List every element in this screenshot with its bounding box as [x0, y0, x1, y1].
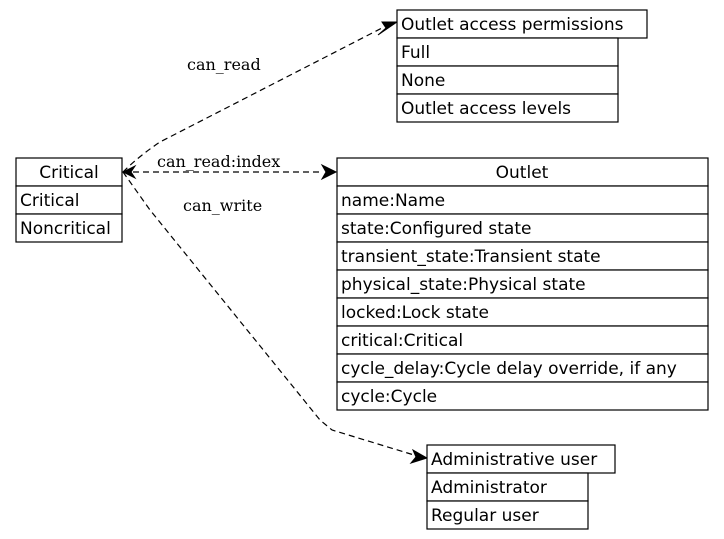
entity-outlet-access-permissions: Outlet access permissions Full None Outl…	[396, 9, 648, 123]
entity-critical-row: Critical	[20, 191, 79, 211]
entity-critical-title: Critical	[39, 163, 98, 183]
entity-admin-row: Regular user	[431, 506, 539, 526]
entity-outlet-row: cycle_delay:Cycle delay override, if any	[341, 359, 677, 379]
edge-label-can-read: can_read	[187, 55, 261, 74]
entity-permissions-row: None	[401, 71, 445, 91]
entity-outlet-title: Outlet	[496, 163, 549, 183]
entity-administrative-user: Administrative user Administrator Regula…	[426, 444, 616, 530]
entity-outlet-row: cycle:Cycle	[341, 387, 437, 407]
entity-outlet-row: transient_state:Transient state	[341, 247, 601, 267]
entity-critical-row: Noncritical	[20, 219, 111, 239]
entity-permissions-row: Outlet access levels	[401, 99, 571, 119]
arrowhead-icon	[409, 448, 429, 464]
edge-label-can-write: can_write	[183, 196, 262, 215]
arrowhead-icon	[377, 21, 399, 36]
entity-outlet: Outlet name:Name state:Configured state …	[336, 157, 709, 411]
edge-label-can-read-index: can_read:index	[157, 152, 280, 171]
entity-admin-row: Administrator	[431, 478, 547, 498]
entity-admin-title: Administrative user	[431, 450, 597, 470]
entity-outlet-row: critical:Critical	[341, 331, 463, 351]
entity-outlet-row: name:Name	[341, 191, 445, 211]
arrowhead-icon	[320, 163, 338, 181]
edge-can-read-index: can_read:index	[121, 152, 338, 181]
entity-outlet-row: state:Configured state	[341, 219, 531, 239]
entity-outlet-row: locked:Lock state	[341, 303, 489, 323]
edge-can-write: can_write	[122, 171, 429, 464]
entity-permissions-row: Full	[401, 43, 430, 63]
arrowhead-icon	[121, 164, 137, 180]
entity-permissions-title: Outlet access permissions	[401, 15, 624, 35]
edge-can-read: can_read	[122, 21, 399, 173]
entity-critical: Critical Critical Noncritical	[15, 157, 123, 243]
entity-outlet-row: physical_state:Physical state	[341, 275, 586, 295]
